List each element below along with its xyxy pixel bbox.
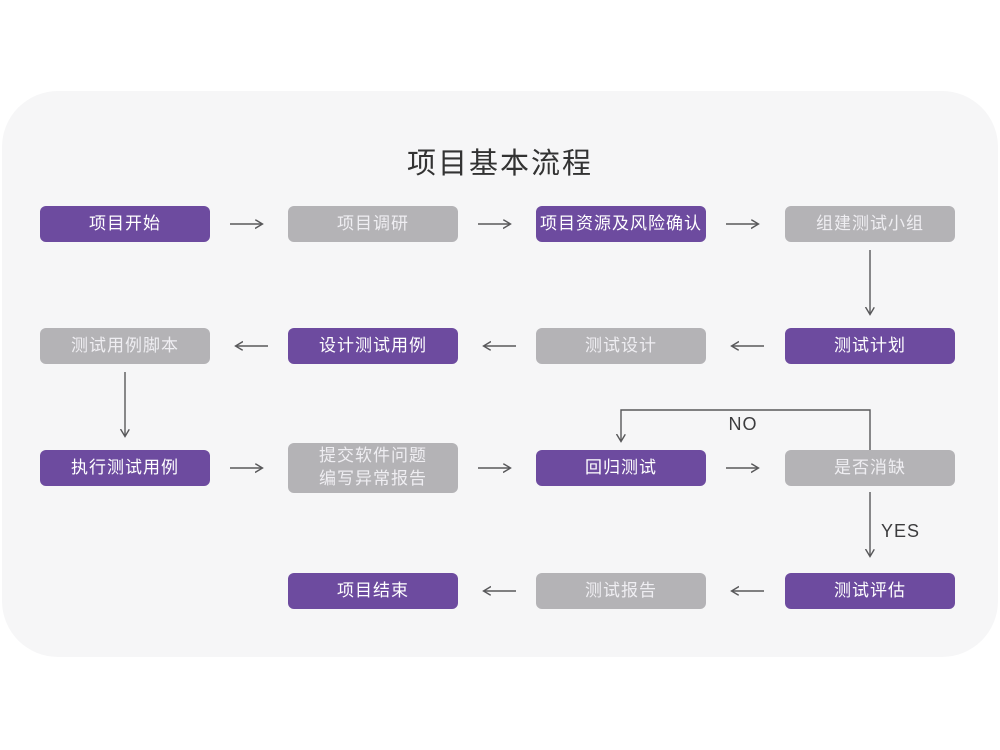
branch-label-yes: YES [881,521,921,541]
node-submit-issues-report: 提交软件问题 编写异常报告 [288,443,458,493]
node-resource-risk-confirm: 项目资源及风险确认 [536,206,706,242]
flowchart-title: 项目基本流程 [406,148,593,180]
arrow-no-loop [621,409,871,450]
node-build-test-team: 组建测试小组 [785,206,955,242]
flowchart-card [2,91,998,657]
node-test-plan: 测试计划 [785,328,955,364]
node-test-report: 测试报告 [536,573,706,609]
node-project-end: 项目结束 [288,573,458,609]
node-test-design: 测试设计 [536,328,706,364]
node-project-research: 项目调研 [288,206,458,242]
node-test-evaluation: 测试评估 [785,573,955,609]
node-design-test-cases: 设计测试用例 [288,328,458,364]
node-regression-test: 回归测试 [536,450,706,486]
node-defect-resolved: 是否消缺 [785,450,955,486]
node-project-start: 项目开始 [40,206,210,242]
node-test-case-script: 测试用例脚本 [40,328,210,364]
branch-label-no: NO [728,414,758,434]
node-execute-test-cases: 执行测试用例 [40,450,210,486]
